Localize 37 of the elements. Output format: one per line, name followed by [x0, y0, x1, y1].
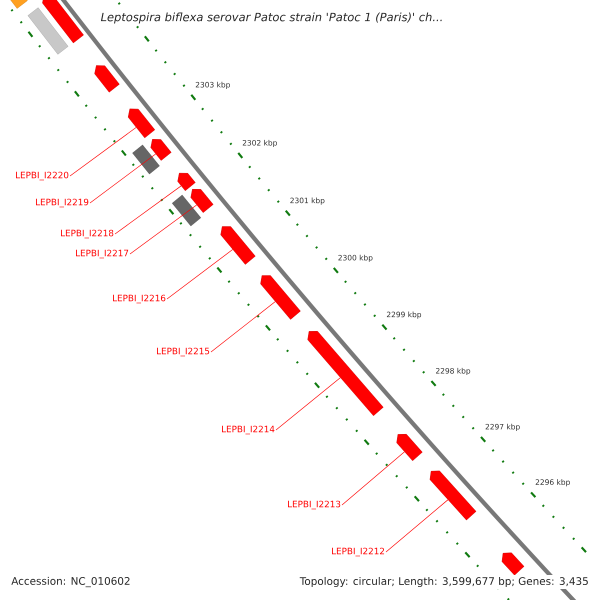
gene-label: LEPBI_I2217 — [76, 250, 128, 258]
leader-line — [70, 127, 136, 176]
gene-label: LEPBI_I2219 — [36, 198, 88, 208]
gene-box — [8, 0, 28, 9]
gene-feature — [502, 552, 524, 576]
leader-line — [114, 186, 182, 234]
leader-line — [342, 452, 405, 506]
gene-label: LEPBI_I2216 — [113, 294, 166, 304]
leader-line — [386, 499, 448, 552]
leader-line — [130, 204, 197, 254]
gene-label: LEPBI_I2213 — [288, 500, 340, 510]
footer-text: Accession: NC_010602 — [9, 574, 133, 590]
gene-box — [132, 144, 160, 174]
gene-label: LEPBI_I2212 — [332, 548, 384, 556]
gene-feature — [220, 226, 256, 265]
gene-feature — [94, 65, 120, 92]
gene-label: LEPBI_I2215 — [157, 348, 210, 356]
gene-label: LEPBI_I2220 — [16, 172, 68, 180]
gene-feature — [42, 0, 84, 44]
gene-feature — [260, 275, 301, 320]
gene-feature — [396, 434, 423, 461]
leader-line — [166, 249, 233, 300]
gene-feature — [177, 172, 196, 191]
gene-feature — [190, 189, 214, 213]
gene-box — [172, 194, 202, 226]
gene-box — [28, 7, 68, 55]
gene-feature — [307, 331, 384, 416]
title: Leptospira biflexa serovar Patoc strain 'Patoc 1 (Paris)' ch... — [99, 11, 445, 25]
gene-label: LEPBI_I2214 — [222, 426, 274, 434]
gene-feature — [430, 470, 476, 520]
leader-line — [90, 154, 156, 204]
gene-feature — [150, 139, 172, 161]
leader-line — [210, 301, 276, 352]
footer-text: Topology: circular; Length: 3,599,677 bp; Genes: 3,435 — [298, 574, 591, 590]
gene-feature — [128, 108, 156, 138]
gene-label: LEPBI_I2218 — [61, 230, 114, 238]
leader-line — [276, 377, 341, 430]
